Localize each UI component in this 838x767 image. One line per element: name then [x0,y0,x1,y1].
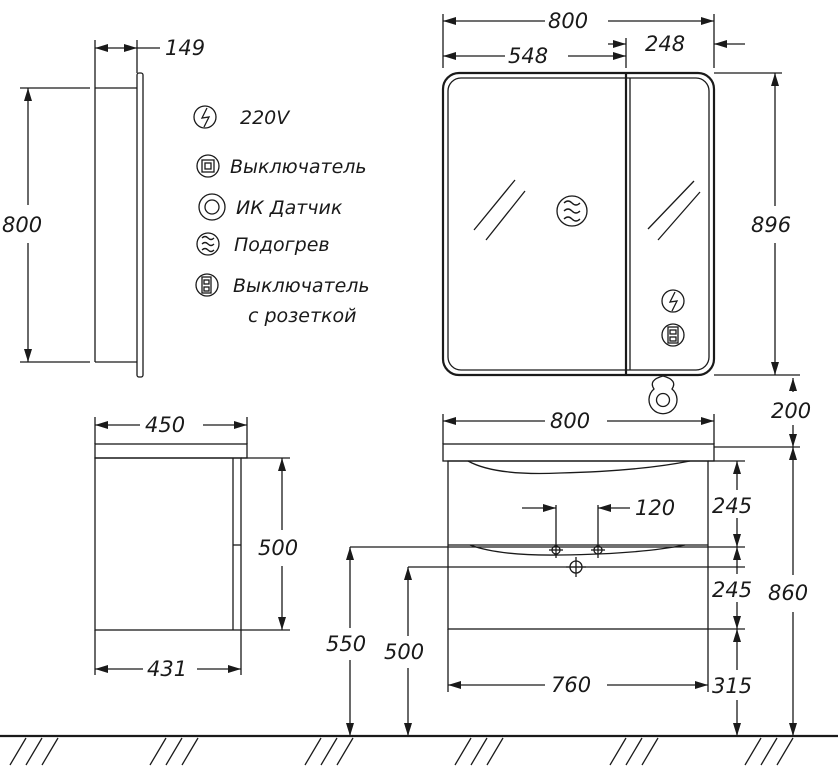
dim-mirror-depth: 149 [165,36,205,60]
floor-hatch-line [486,737,504,766]
dim-cabinet-side-top: 450 [145,413,185,437]
dim-cabinet-body-width: 760 [551,673,591,697]
floor-hatch-line [149,737,167,766]
dim-lower-section: 245 [712,578,752,602]
switch-icon [196,154,220,178]
legend-switch: Выключатель [230,156,367,178]
floor-hatch-line [470,737,488,766]
mirror-ir-sensor [648,375,678,415]
dim-mirror-width: 800 [548,9,588,33]
mirror-heating-icon [556,195,588,227]
floor-hatch-line [9,737,27,766]
floor-hatch-line [641,737,659,766]
ir-sensor-icon [198,193,226,221]
floor-hatch-line [41,737,59,766]
dim-mirror-side-height: 800 [2,213,42,237]
mirror-front-view: 800 548 248 896 200 [441,9,811,447]
mirror-side-view: 149 800 [2,36,205,378]
floor-hatch-line [454,737,472,766]
dim-pipe-spacing: 120 [635,496,675,520]
power-icon [193,105,217,129]
floor-line [0,734,838,766]
floor-hatch-line [760,737,778,766]
floor-hatch-line [181,737,199,766]
legend-power: 220V [240,107,291,129]
dim-pipe-height-upper: 550 [326,632,366,656]
switch-socket-icon [195,273,219,297]
mirror-power-icon [661,289,685,313]
dim-pipe-height-lower: 500 [384,640,424,664]
legend-switch-socket-line1: Выключатель [233,275,370,297]
floor-hatch-line [320,737,338,766]
dim-mirror-above-sink: 200 [771,399,811,423]
cabinet-front-view: 800 120 550 500 [326,409,808,736]
mirror-switch-socket-icon [661,323,685,347]
floor-hatch-line [336,737,354,766]
dim-cabinet-top-width: 800 [550,409,590,433]
dim-mirror-height: 896 [751,213,791,237]
legend-heating: Подогрев [234,234,330,256]
floor-hatch-line [25,737,43,766]
legend: 220V Выключатель ИК Датчик Подогрев Выкл… [193,105,370,327]
floor-hatch-line [625,737,643,766]
dim-mirror-left-panel: 548 [508,44,548,68]
dim-cabinet-side-height: 500 [258,536,298,560]
legend-ir-sensor: ИК Датчик [236,197,343,219]
dim-mirror-right-panel: 248 [645,32,685,56]
dim-total-height: 860 [768,581,808,605]
floor-hatch-line [776,737,794,766]
dim-floor-clearance: 315 [712,674,752,698]
legend-switch-socket-line2: с розеткой [248,305,356,327]
floor-hatch-line [744,737,762,766]
floor-hatch-line [609,737,627,766]
dim-cabinet-side-bottom: 431 [147,657,187,681]
heating-icon [196,232,220,256]
floor-hatch-line [165,737,183,766]
floor-hatch-line [304,737,322,766]
dim-upper-section: 245 [712,494,752,518]
cabinet-side-view: 450 431 500 [94,413,298,681]
